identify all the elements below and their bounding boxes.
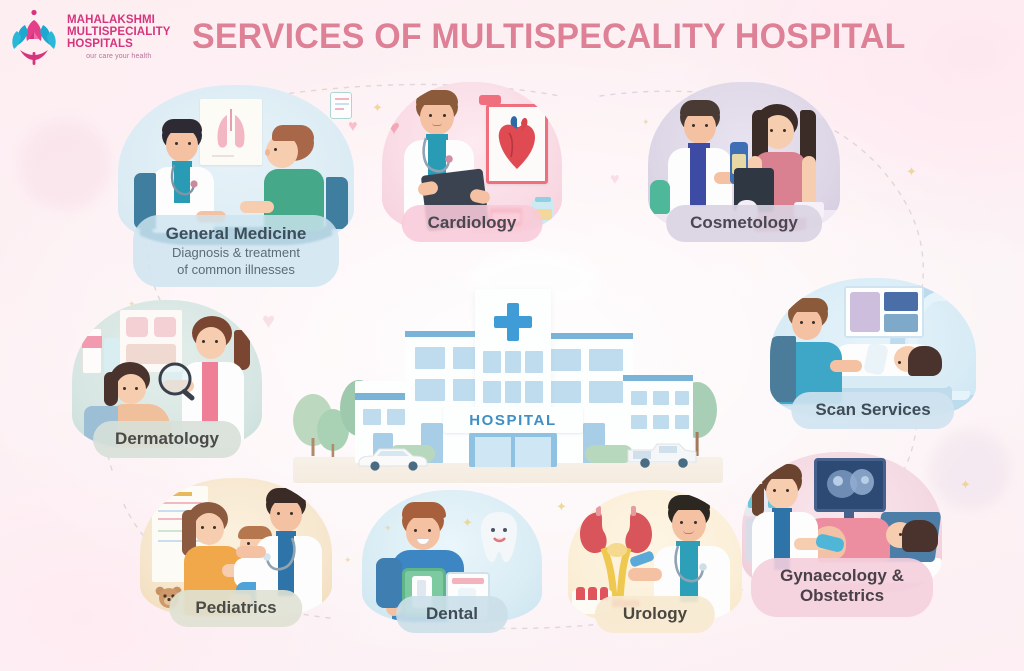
heart-icon: ♥ [610, 171, 620, 188]
service-label-dermatology: Dermatology [93, 421, 241, 459]
service-title: Dental [426, 604, 478, 623]
service-label-urology: Urology [594, 596, 716, 634]
service-label-general-medicine: General Medicine Diagnosis & treatment o… [133, 215, 339, 287]
brand-name-line2: MULTISPECIALITY [67, 26, 171, 39]
service-subtitle-line2: of common illnesses [177, 261, 295, 277]
service-label-cardiology: Cardiology [401, 205, 543, 243]
service-subtitle-line1: Diagnosis & treatment [172, 245, 300, 261]
brand-tagline: our care your health [86, 52, 152, 60]
service-title: Scan Services [815, 400, 931, 419]
brand-name-line1: MAHALAKSHMI [67, 14, 155, 27]
tree [293, 380, 351, 463]
service-title: Urology [622, 604, 688, 623]
service-title: Cardiology [427, 213, 517, 232]
car [355, 444, 431, 477]
brand-logo[interactable]: MAHALAKSHMI MULTISPECIALITY HOSPITALS ou… [8, 8, 171, 66]
bush [585, 445, 633, 463]
service-card-dermatology[interactable]: Dermatology [72, 300, 262, 468]
sparkle-icon: ✦ [906, 164, 917, 179]
car [623, 440, 701, 475]
service-title: Pediatrics [195, 598, 277, 617]
service-title: Cosmetology [690, 213, 798, 232]
decor-blob [20, 120, 110, 210]
service-card-urology[interactable]: Urology [568, 490, 742, 642]
service-title: General Medicine [165, 224, 307, 243]
heart-icon: ♥ [262, 308, 276, 333]
service-card-scan-services[interactable]: Scan Services [770, 278, 976, 438]
service-card-gynaecology-obstetrics[interactable]: Gynaecology & Obstetrics [742, 452, 942, 617]
decor-blob [930, 430, 1010, 510]
service-title-line1: Gynaecology & [780, 566, 904, 585]
service-title-line2: Obstetrics [799, 586, 885, 606]
sparkle-icon: ✦ [960, 477, 971, 492]
lotus-logo-icon [8, 8, 60, 66]
service-label-scan-services: Scan Services [791, 392, 955, 430]
header: MAHALAKSHMI MULTISPECIALITY HOSPITALS ou… [0, 0, 1024, 78]
brand-name-line3: HOSPITALS [67, 38, 133, 51]
hospital-building-illustration: HOSPITAL [293, 283, 723, 483]
service-label-gynaecology-obstetrics: Gynaecology & Obstetrics [751, 558, 933, 617]
service-card-general-medicine[interactable]: General Medicine Diagnosis & treatment o… [118, 85, 354, 287]
service-title: Dermatology [115, 429, 219, 448]
service-card-pediatrics[interactable]: Pediatrics [140, 478, 332, 636]
service-card-dental[interactable]: ✦ ✦ Dental [362, 490, 542, 642]
sparkle-icon: ✦ [344, 555, 352, 565]
page-title: SERVICES OF MULTISPECALITY HOSPITAL [192, 17, 906, 56]
service-label-pediatrics: Pediatrics [169, 590, 303, 628]
hospital-sign: HOSPITAL [443, 407, 583, 433]
service-card-cosmetology[interactable]: Cosmetology [648, 82, 840, 254]
sparkle-icon: ✦ [556, 499, 567, 514]
service-label-dental: Dental [396, 596, 508, 634]
service-label-cosmetology: Cosmetology [666, 205, 822, 243]
service-card-cardiology[interactable]: ♥ Cardiology [382, 82, 562, 254]
